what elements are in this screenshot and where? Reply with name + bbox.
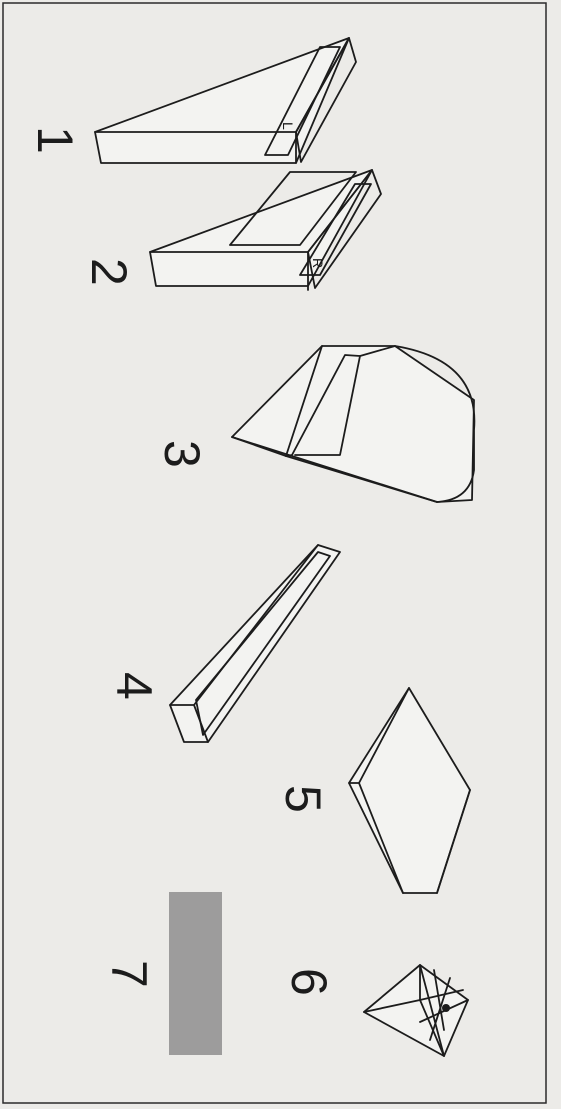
part-5-number: 5 bbox=[275, 785, 331, 813]
part-6-number: 6 bbox=[281, 968, 337, 996]
part-2-shape: R bbox=[149, 169, 382, 291]
part-2-mark: R bbox=[310, 258, 326, 268]
part-7-shape bbox=[169, 892, 222, 1055]
part-5-shape bbox=[348, 687, 471, 894]
part-2-number: 2 bbox=[81, 258, 137, 286]
part-1-number: 1 bbox=[27, 126, 83, 154]
part-6-shape bbox=[363, 964, 469, 1057]
part-1-mark: L bbox=[280, 122, 296, 130]
part-3-shape bbox=[231, 345, 476, 503]
part-4-shape bbox=[169, 544, 341, 743]
part-7-number: 7 bbox=[101, 960, 157, 988]
part-4-number: 4 bbox=[106, 672, 162, 700]
page-border bbox=[2, 2, 547, 1104]
part-3-number: 3 bbox=[154, 440, 210, 468]
part-1-shape: L bbox=[94, 37, 357, 164]
